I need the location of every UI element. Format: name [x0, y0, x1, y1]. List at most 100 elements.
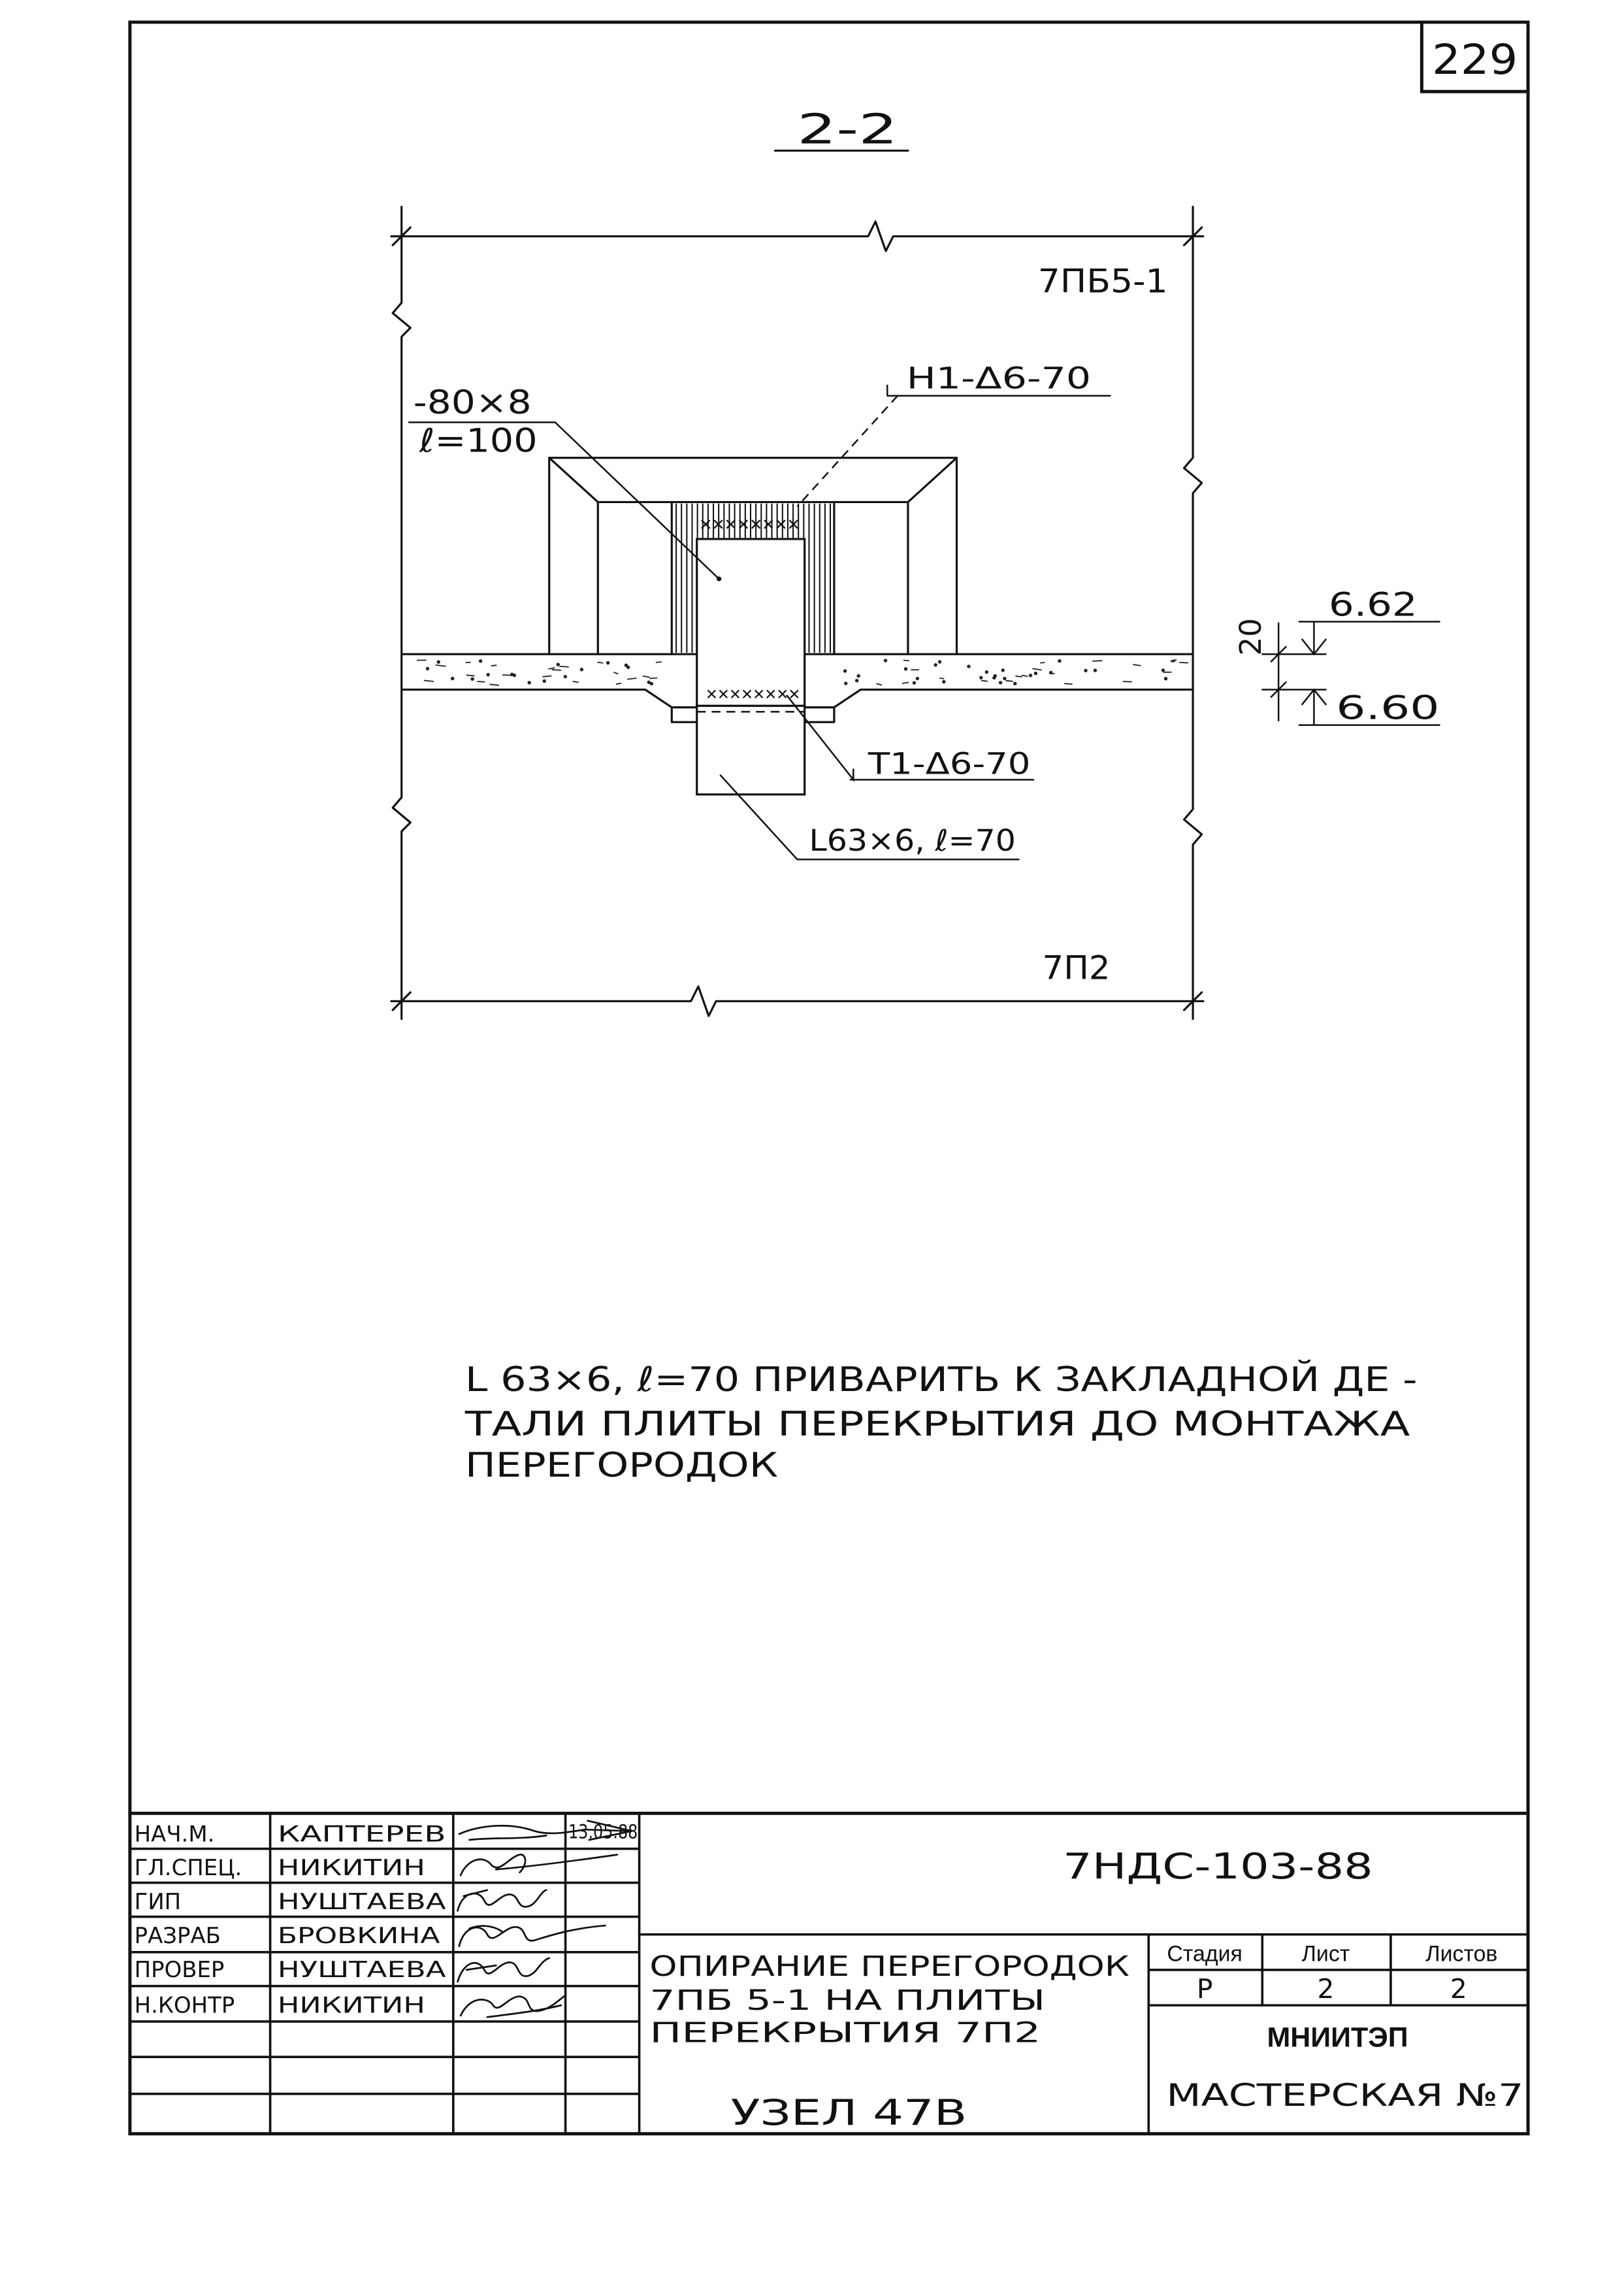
plate-length-label: ℓ=100 [419, 422, 538, 460]
stipple-dash [655, 661, 662, 663]
stipple-dot [1013, 681, 1017, 685]
sheet-frame: 229 [128, 20, 1530, 2136]
upper-weld-leader [796, 395, 899, 508]
bottom-boundary-line [390, 985, 1205, 1017]
signature-1 [458, 1820, 633, 1841]
name-5: НУШТАЕВА [278, 1957, 446, 1982]
stipple-dash [423, 680, 434, 682]
stipple-dot [1028, 674, 1033, 678]
stipple-dot [1033, 671, 1038, 676]
weld-cross [707, 689, 716, 698]
stipple-dash [491, 664, 497, 666]
stipple-dash [548, 667, 555, 670]
plate-leader-dot [717, 576, 722, 582]
stipple-dot [979, 676, 983, 680]
stage-value: Р [1197, 1973, 1213, 2005]
weld-cross [788, 519, 798, 529]
stage-header: Стадия [1167, 1941, 1242, 1966]
stipple-dot [563, 674, 568, 679]
name-6: НИКИТИН [278, 1992, 425, 2018]
stipple-dash [649, 677, 658, 680]
signatures [457, 1820, 633, 2018]
stipple-dash [477, 681, 485, 683]
stipple-dash [1133, 664, 1141, 666]
note-line-2: ТАЛИ ПЛИТЫ ПЕРЕКРЫТИЯ ДО МОНТАЖА [464, 1405, 1410, 1444]
stipple-dash [615, 682, 622, 685]
stipple-dot [486, 672, 490, 677]
title-line-2: 7ПБ 5-1 НА ПЛИТЫ [649, 1984, 1045, 2017]
left-boundary-line [391, 205, 412, 1021]
angle-label: L63×6, ℓ=70 [809, 823, 1015, 858]
stipple-dot [510, 672, 514, 676]
elevation-top-mark [1298, 621, 1440, 656]
elevation-bottom-mark [1298, 688, 1440, 726]
weld-cross [754, 689, 764, 698]
weld-cross [764, 519, 773, 529]
upper-weld-shelf [886, 384, 1111, 397]
stipple-dot [478, 659, 483, 663]
stipple-dot [425, 666, 430, 671]
approval-date: 13.05.88 [568, 1821, 638, 1843]
title-block: НАЧ.М. ГЛ.СПЕЦ. ГИП РАЗРАБ ПРОВЕР Н.КОНТ… [128, 1811, 1530, 2134]
stipple-dot [470, 677, 474, 681]
signature-table-rows [129, 1847, 640, 2095]
title-line-1: ОПИРАНИЕ ПЕРЕГОРОДОК [649, 1950, 1129, 1983]
stipple-dash [466, 674, 475, 677]
weld-cross [730, 689, 740, 698]
sheet-header: Лист [1302, 1941, 1350, 1966]
stipple-dot [1001, 668, 1005, 672]
stipple-dot [1003, 676, 1007, 681]
name-4: БРОВКИНА [278, 1923, 440, 1948]
stipple-dot [843, 669, 847, 673]
role-4: РАЗРАБ [135, 1923, 221, 1948]
stipple-dot [606, 661, 610, 665]
angle-leader-line [719, 774, 1020, 860]
signature-table-columns [268, 1813, 641, 2134]
organization-name: МНИИТЭП [1267, 2022, 1408, 2053]
elevation-top: 6.62 [1329, 585, 1418, 623]
plate-leader-line [408, 421, 720, 580]
role-2: ГЛ.СПЕЦ. [135, 1855, 242, 1880]
sheet-value: 2 [1318, 1973, 1335, 2005]
stipple-dot [556, 663, 560, 666]
steel-angle [696, 704, 806, 796]
section-title-group: 2-2 [773, 105, 909, 153]
slab-label: 7П2 [1043, 949, 1111, 987]
signature-5 [457, 1957, 551, 1983]
weld-cross [719, 689, 728, 698]
boundary-ticks [391, 226, 1203, 1011]
stipple-dot [998, 681, 1003, 685]
slab-step-dimension-line [1270, 622, 1287, 722]
node-label: УЗЕЛ 47В [731, 2092, 967, 2133]
stipple-dot [856, 674, 860, 678]
top-boundary-line [390, 220, 1205, 252]
stipple-dot [937, 660, 942, 664]
note-line-3: ПЕРЕГОРОДОК [465, 1446, 778, 1485]
weld-cross [776, 519, 786, 529]
stipple-dash [876, 683, 883, 686]
weld-cross [738, 519, 749, 529]
dimension-extension-lines [1261, 653, 1327, 691]
stipple-dot [967, 664, 971, 668]
stipple-dash [1171, 659, 1177, 662]
stipple-dot [915, 676, 920, 681]
elevation-bottom: 6.60 [1336, 689, 1439, 727]
name-3: НУШТАЕВА [278, 1889, 446, 1914]
stipple-dot [624, 663, 628, 667]
stipple-dot [934, 663, 937, 667]
stipple-dot [854, 678, 859, 683]
stipple-dot [942, 680, 946, 684]
weld-cross [790, 689, 799, 698]
sheets-value: 2 [1450, 1973, 1467, 2005]
weld-cross [726, 519, 736, 529]
stipple-dot [844, 681, 848, 685]
drawing-note: L 63×6, ℓ=70 ПРИВАРИТЬ К ЗАКЛАДНОЙ ДЕ - … [464, 1360, 1418, 1485]
stipple-dash [901, 681, 909, 684]
document-code: 7НДС-103-88 [1063, 1846, 1373, 1887]
stipple-dot [1161, 668, 1165, 672]
stipple-dash [572, 680, 579, 683]
stipple-dot [542, 679, 546, 683]
stipple-dot [1058, 659, 1062, 663]
role-6: Н.КОНТР [135, 1992, 235, 2018]
